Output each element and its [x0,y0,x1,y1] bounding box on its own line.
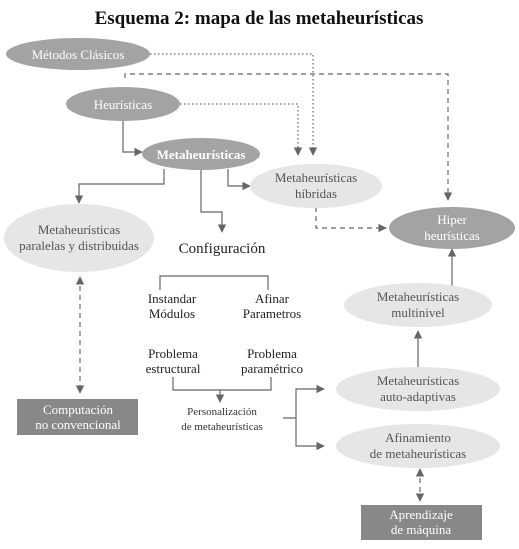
svg-text:Metaheurísticas: Metaheurísticas [157,147,246,162]
svg-text:Problema: Problema [148,346,198,361]
svg-text:paralelas y distribuidas: paralelas y distribuidas [19,238,139,253]
box-aprendizaje-de-maquina: Aprendizaje de máquina [361,505,482,540]
svg-text:Personalización: Personalización [187,406,257,418]
connector-heuristicas-metaheuristicas [122,121,143,157]
connector-personalizacion-auto [283,384,325,419]
label-personalizacion: Personalización de metaheurísticas [181,406,263,433]
svg-text:auto-adaptivas: auto-adaptivas [380,389,456,404]
diagram-title: Esquema 2: mapa de las metaheurísticas [95,8,424,29]
connector-metaheuristicas-hibridas [227,169,251,191]
label-problema-parametrico: Problema paramétrico [241,346,303,376]
svg-text:de metaheurísticas: de metaheurísticas [181,421,263,433]
svg-text:Parametros: Parametros [243,306,301,321]
svg-text:Módulos: Módulos [149,306,195,321]
node-heuristicas: Heurísticas [66,87,180,121]
node-metaheuristicas: Metaheurísticas [142,138,260,170]
svg-text:Instandar: Instandar [148,291,197,306]
svg-text:Metaheurísticas: Metaheurísticas [275,170,357,185]
svg-text:Afinamiento: Afinamiento [385,430,451,445]
svg-text:Metaheurísticas: Metaheurísticas [38,222,120,237]
node-metodos-clasicos: Métodos Clásicos [6,38,150,70]
node-paralelas-distribuidas: Metaheurísticas paralelas y distribuidas [4,204,154,272]
svg-text:de máquina: de máquina [391,522,452,537]
svg-text:de metaheurísticas: de metaheurísticas [370,446,466,461]
node-hiper-heuristicas: Hiper heurísticas [389,207,515,249]
connector-heuristicas-hibridas [180,103,303,156]
svg-text:Problema: Problema [247,346,297,361]
svg-text:Metaheurísticas: Metaheurísticas [377,289,459,304]
label-problema-estructural: Problema estructural [146,346,201,376]
box-computacion-no-convencional: Computación no convencional [17,399,138,435]
connector-problema-branches [172,377,272,391]
connector-hibridas-hiper [315,207,387,233]
connector-config-branches [159,275,269,290]
svg-text:estructural: estructural [146,361,201,376]
node-multinivel: Metaheurísticas multinivel [344,283,492,327]
node-afinamiento: Afinamiento de metaheurísticas [336,424,500,468]
connector-personalizacion-afinamiento [295,418,325,451]
svg-text:Métodos Clásicos: Métodos Clásicos [32,47,125,62]
svg-text:Metaheurísticas: Metaheurísticas [377,373,459,388]
label-afinar-parametros: Afinar Parametros [243,291,301,321]
svg-text:Hiper: Hiper [437,212,467,227]
label-instandar-modulos: Instandar Módulos [148,291,197,321]
svg-text:Afinar: Afinar [255,291,290,306]
svg-text:Heurísticas: Heurísticas [94,97,152,112]
label-configuracion: Configuración [179,241,266,257]
svg-text:paramétrico: paramétrico [241,361,303,376]
svg-text:Aprendizaje: Aprendizaje [389,507,453,522]
connector-metaheuristicas-configuracion [200,169,227,233]
node-auto-adaptivas: Metaheurísticas auto-adaptivas [336,367,500,411]
svg-text:multinivel: multinivel [391,305,445,320]
connector-metaheuristicas-paralelas [74,169,165,204]
svg-text:híbridas: híbridas [295,186,337,201]
svg-text:heurísticas: heurísticas [424,228,480,243]
svg-text:no convencional: no convencional [35,417,121,432]
connector-clasicos-hiper [124,73,453,201]
svg-text:Computación: Computación [43,402,114,417]
node-hibridas: Metaheurísticas híbridas [250,164,382,208]
